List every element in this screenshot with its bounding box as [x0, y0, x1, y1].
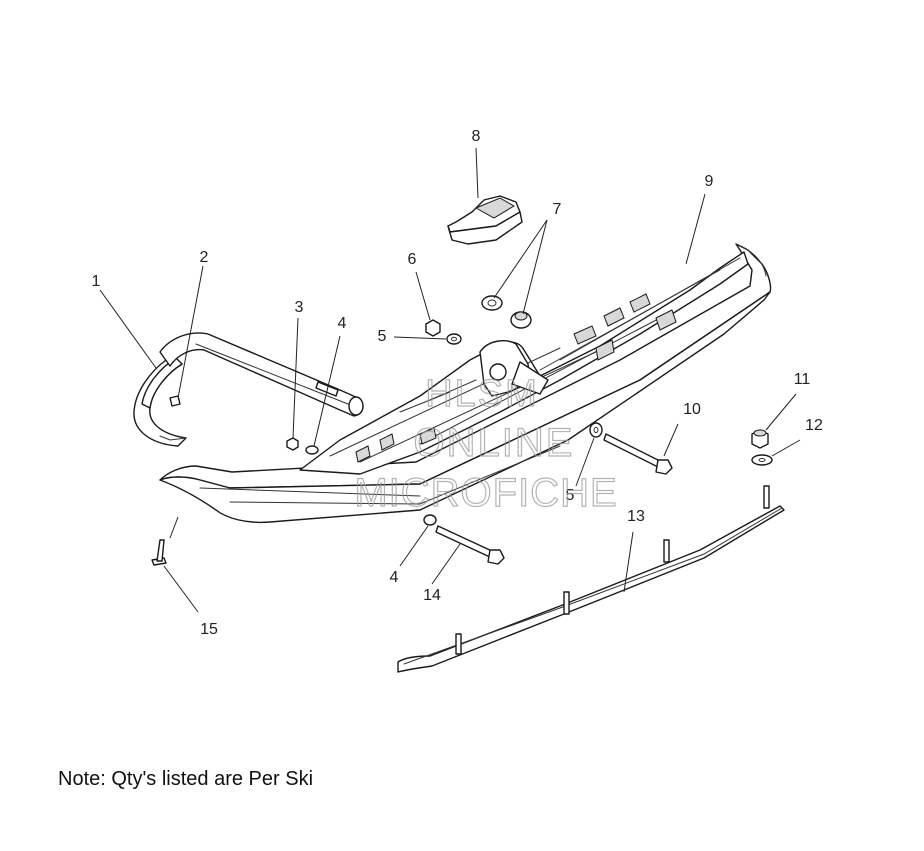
callout-1: 1: [92, 273, 101, 290]
callout-10: 10: [683, 401, 701, 418]
callout-12: 12: [805, 417, 823, 434]
callout-4-upper: 4: [338, 315, 347, 332]
part-10-bolt: [603, 433, 673, 475]
part-5-washer-right: [589, 422, 603, 438]
callout-3: 3: [295, 299, 304, 316]
callout-9: 9: [705, 173, 714, 190]
callout-4-lower: 4: [390, 569, 399, 586]
callout-2: 2: [200, 249, 209, 266]
callout-5-lower: 5: [566, 487, 575, 504]
part-8-saddle-cap: [447, 195, 523, 245]
part-1-handle: [133, 357, 187, 447]
part-11-lock-nut: [751, 429, 769, 449]
ski-body: [159, 243, 772, 524]
part-6-nut: [425, 319, 441, 337]
callout-13: 13: [627, 508, 645, 525]
part-15-pin: [151, 539, 167, 566]
part-4-washer-lower: [423, 514, 437, 526]
part-7-bushings: [481, 295, 532, 329]
callout-8: 8: [472, 128, 481, 145]
callout-15: 15: [200, 621, 218, 638]
callout-7: 7: [553, 201, 562, 218]
leader-lines: [99, 147, 801, 613]
watermark: HLSM ONLINE MICROFICHE: [354, 372, 618, 515]
part-13-wear-bar: [397, 485, 785, 673]
quantity-note: Note: Qty's listed are Per Ski: [58, 768, 314, 790]
callout-14: 14: [423, 587, 441, 604]
callout-5-upper: 5: [378, 328, 387, 345]
watermark-line-2: ONLINE: [414, 421, 575, 465]
part-4-washer-upper: [305, 445, 319, 455]
callout-6: 6: [408, 251, 417, 268]
callout-11: 11: [794, 371, 811, 388]
watermark-line-1: HLSM: [425, 373, 539, 415]
watermark-line-3: MICROFICHE: [354, 471, 617, 515]
part-12-washer: [751, 454, 773, 466]
part-3-nut: [286, 437, 299, 451]
part-5-washer-upper: [446, 333, 462, 345]
part-2-handle-bar: [159, 332, 364, 417]
callout-labels: 1 2 3 4 5 6 7 8 9 10 11 12 5 13 4 14 15: [92, 128, 823, 638]
part-14-bolt: [435, 525, 505, 565]
